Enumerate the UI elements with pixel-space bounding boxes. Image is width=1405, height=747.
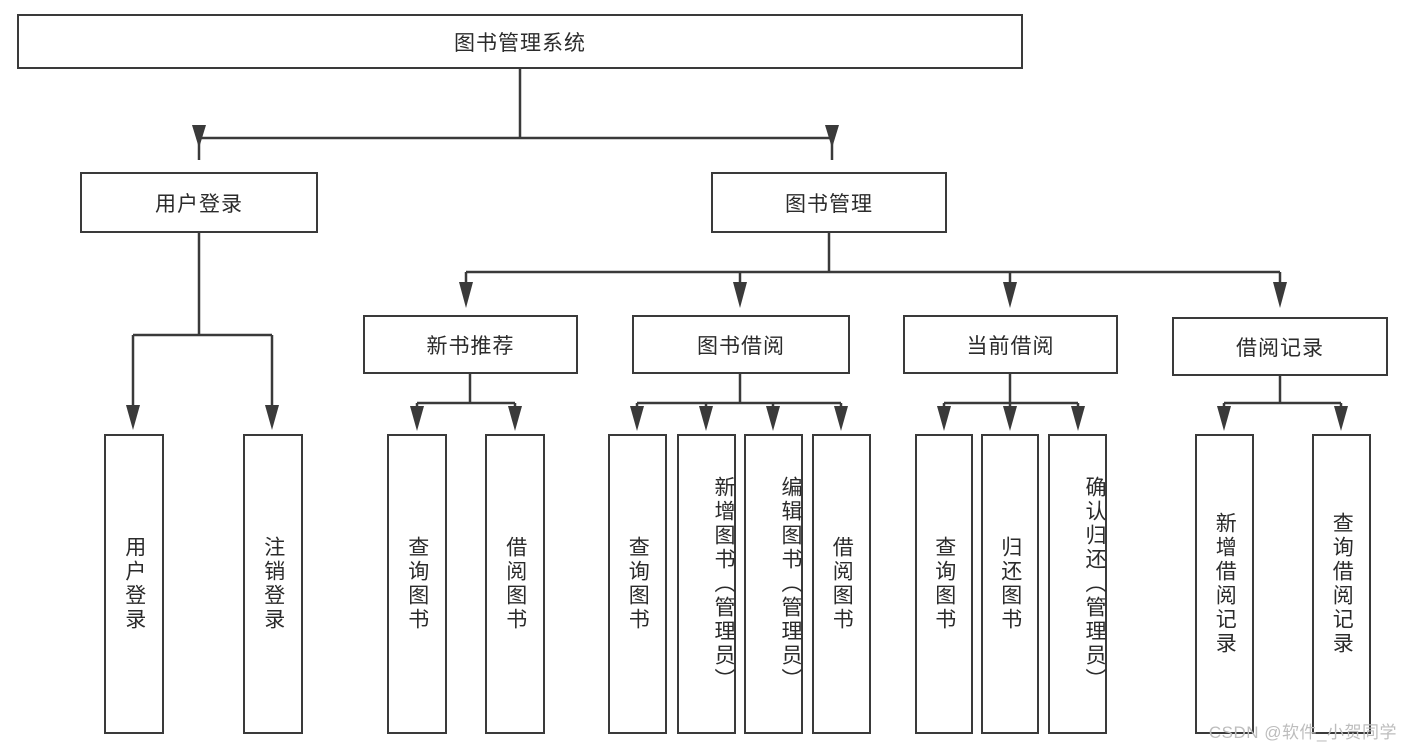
leaf-borrow-record-add[interactable]: 新增借阅记录 xyxy=(1195,434,1254,734)
leaf-book-borrow-add[interactable]: 新增图书（管理员） xyxy=(677,434,736,734)
leaf-borrow-record-query-label: 查询借阅记录 xyxy=(1330,512,1354,656)
node-book-management-label: 图书管理 xyxy=(785,192,873,216)
leaf-book-borrow-edit-label: 编辑图书（管理员） xyxy=(779,476,802,692)
node-current-borrow-label: 当前借阅 xyxy=(966,334,1055,358)
leaf-current-borrow-return[interactable]: 归还图书 xyxy=(981,434,1039,734)
leaf-borrow-record-query[interactable]: 查询借阅记录 xyxy=(1312,434,1371,734)
leaf-current-borrow-query-label: 查询图书 xyxy=(932,536,956,632)
node-current-borrow[interactable]: 当前借阅 xyxy=(903,315,1118,374)
leaf-user-login-signout-label: 注销登录 xyxy=(261,536,285,632)
node-root[interactable]: 图书管理系统 xyxy=(17,14,1023,69)
leaf-book-borrow-lend[interactable]: 借阅图书 xyxy=(812,434,871,734)
leaf-new-book-query-label: 查询图书 xyxy=(405,536,429,632)
node-root-label: 图书管理系统 xyxy=(454,31,586,55)
node-borrow-record-label: 借阅记录 xyxy=(1236,336,1324,360)
watermark: CSDN @软件_小贺同学 xyxy=(1208,723,1397,742)
node-book-borrow-label: 图书借阅 xyxy=(697,334,785,358)
leaf-new-book-query[interactable]: 查询图书 xyxy=(387,434,447,734)
leaf-new-book-borrow-label: 借阅图书 xyxy=(503,536,527,632)
leaf-current-borrow-query[interactable]: 查询图书 xyxy=(915,434,973,734)
leaf-borrow-record-add-label: 新增借阅记录 xyxy=(1213,512,1237,656)
leaf-user-login-signin[interactable]: 用户登录 xyxy=(104,434,164,734)
node-user-login[interactable]: 用户登录 xyxy=(80,172,318,233)
leaf-current-borrow-return-label: 归还图书 xyxy=(998,536,1022,632)
node-book-management[interactable]: 图书管理 xyxy=(711,172,947,233)
leaf-new-book-borrow[interactable]: 借阅图书 xyxy=(485,434,545,734)
leaf-user-login-signout[interactable]: 注销登录 xyxy=(243,434,303,734)
node-user-login-label: 用户登录 xyxy=(155,192,243,216)
leaf-book-borrow-query-label: 查询图书 xyxy=(626,536,650,632)
node-new-book-recommend-label: 新书推荐 xyxy=(426,334,515,358)
node-book-borrow[interactable]: 图书借阅 xyxy=(632,315,850,374)
leaf-book-borrow-edit[interactable]: 编辑图书（管理员） xyxy=(744,434,803,734)
node-borrow-record[interactable]: 借阅记录 xyxy=(1172,317,1388,376)
leaf-current-borrow-confirm-return-label: 确认归还（管理员） xyxy=(1083,476,1106,692)
leaf-book-borrow-add-label: 新增图书（管理员） xyxy=(712,476,735,692)
leaf-book-borrow-lend-label: 借阅图书 xyxy=(830,536,854,632)
leaf-user-login-signin-label: 用户登录 xyxy=(122,536,146,632)
leaf-current-borrow-confirm-return[interactable]: 确认归还（管理员） xyxy=(1048,434,1107,734)
leaf-book-borrow-query[interactable]: 查询图书 xyxy=(608,434,667,734)
node-new-book-recommend[interactable]: 新书推荐 xyxy=(363,315,578,374)
